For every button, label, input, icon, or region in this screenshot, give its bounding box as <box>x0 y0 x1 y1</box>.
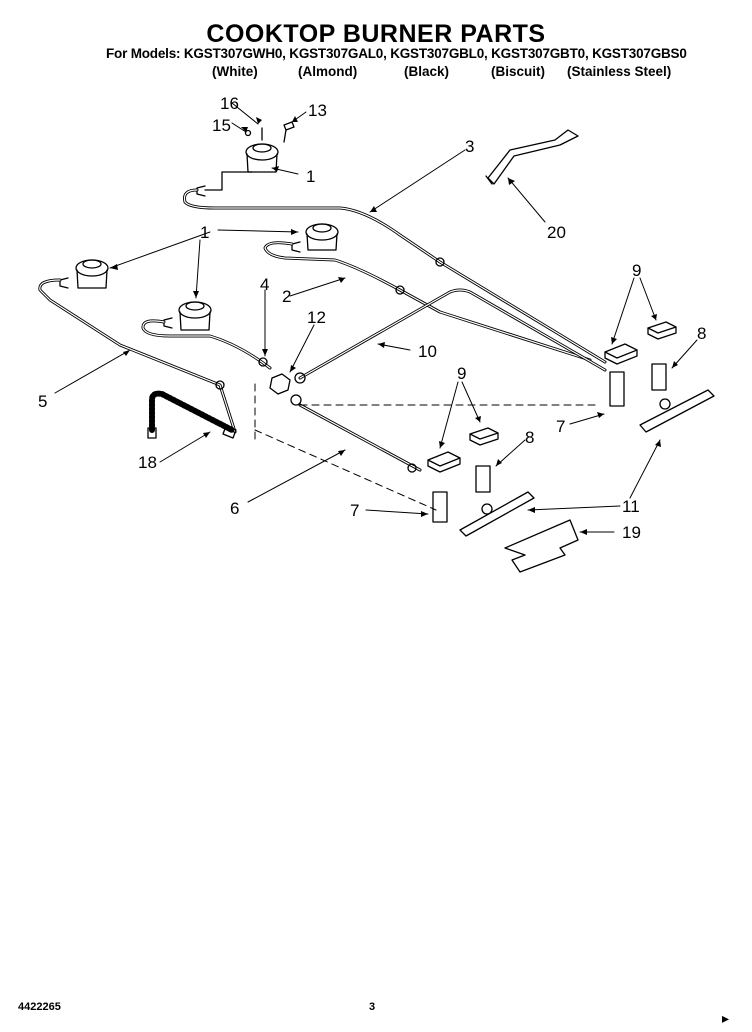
callout-7-right: 7 <box>556 417 565 436</box>
callout-11: 11 <box>622 497 640 516</box>
callout-19: 19 <box>622 523 641 542</box>
callout-6: 6 <box>230 499 239 518</box>
igniter-bar-lower <box>459 491 535 537</box>
manifold-12 <box>269 373 291 395</box>
callout-2: 2 <box>282 287 291 306</box>
callout-12: 12 <box>307 308 326 327</box>
corner-arrow-icon: ▸ <box>722 1010 730 1026</box>
color-black: (Black) <box>404 64 450 79</box>
callout-8-right: 8 <box>697 324 706 343</box>
callout-1-group: 1 <box>200 223 209 242</box>
page-number: 3 <box>369 1001 376 1013</box>
clip-13 <box>283 121 295 131</box>
page-title: COOKTOP BURNER PARTS <box>206 20 546 48</box>
tube-5 <box>38 278 237 434</box>
callout-18: 18 <box>138 453 157 472</box>
callout-7-lower: 7 <box>350 501 359 520</box>
callout-9-lower: 9 <box>457 364 466 383</box>
callout-1-top: 1 <box>306 167 315 186</box>
callout-10: 10 <box>418 342 437 361</box>
flex-hose-18 <box>149 390 235 433</box>
callout-5: 5 <box>38 392 47 411</box>
deflector-19 <box>504 519 579 573</box>
part-number: 4422265 <box>18 1001 61 1013</box>
screw-15 <box>244 129 252 137</box>
bracket-20 <box>487 129 579 185</box>
callout-16: 16 <box>220 94 239 113</box>
models-line: For Models: KGST307GWH0, KGST307GAL0, KG… <box>106 46 687 61</box>
callout-13: 13 <box>308 101 327 120</box>
color-almond: (Almond) <box>298 64 358 79</box>
callout-9-right: 9 <box>632 261 641 280</box>
burner-upper-right <box>291 223 339 253</box>
burner-left <box>59 259 109 289</box>
callout-3: 3 <box>465 137 474 156</box>
callout-20: 20 <box>547 223 566 242</box>
burner-middle <box>163 301 212 331</box>
callout-4: 4 <box>260 275 269 294</box>
color-biscuit: (Biscuit) <box>491 64 545 79</box>
right-valve-assembly <box>604 321 715 433</box>
tube-3 <box>183 188 607 364</box>
color-stainless-steel: (Stainless Steel) <box>567 64 672 79</box>
color-white: (White) <box>212 64 258 79</box>
igniter-bar-right <box>639 389 715 433</box>
lower-valve-assembly <box>427 427 535 537</box>
callout-8-lower: 8 <box>525 428 534 447</box>
callout-15: 15 <box>212 116 231 135</box>
top-burner-assembly <box>196 121 295 197</box>
